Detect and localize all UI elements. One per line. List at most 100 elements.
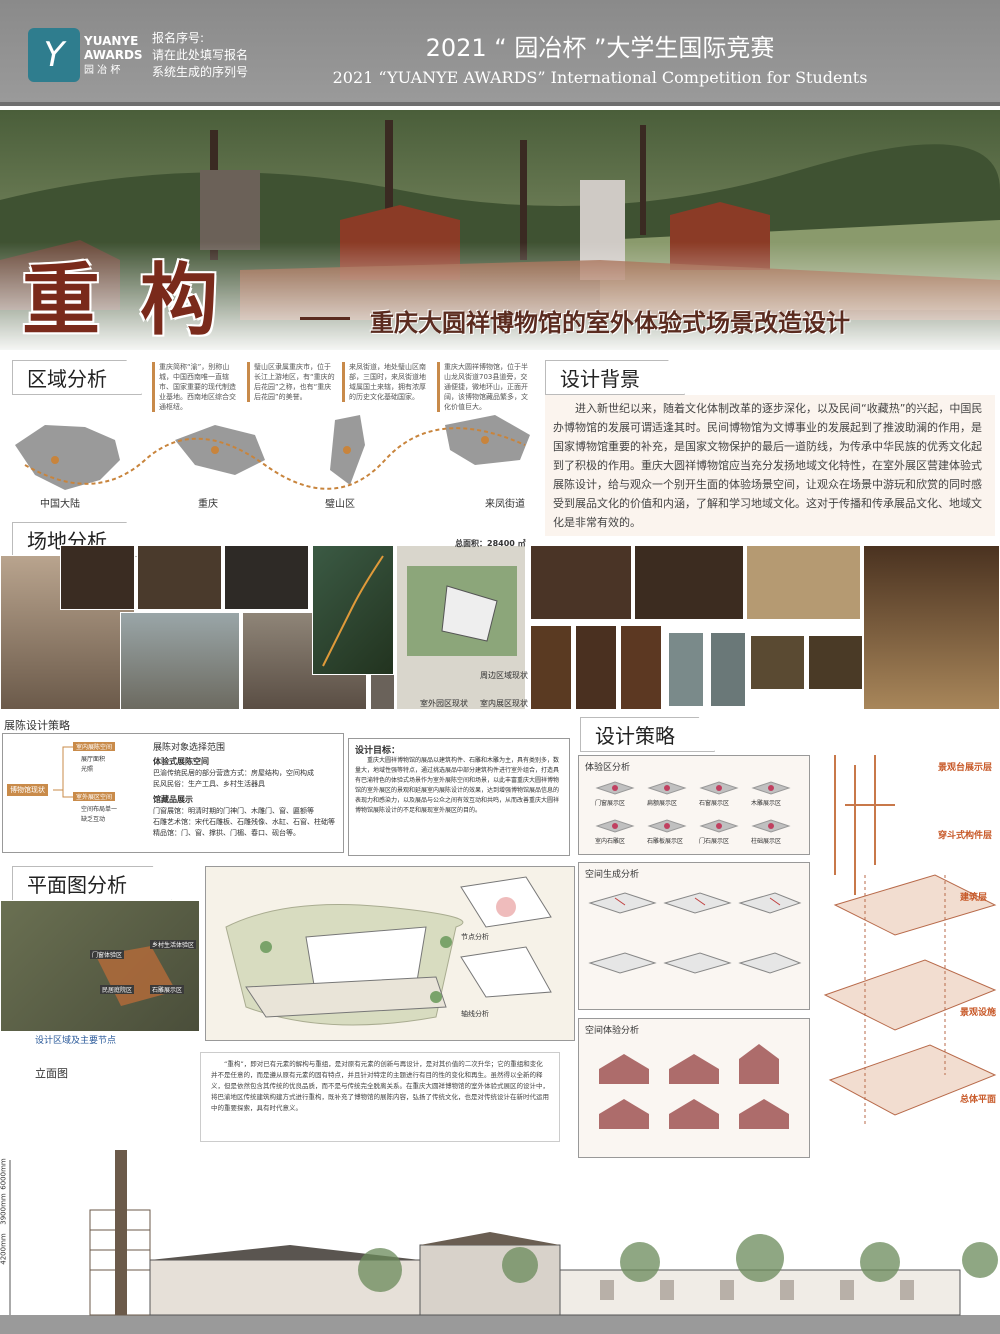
mind-root: 博物馆现状 xyxy=(7,784,48,796)
competition-title-en: 2021 “YUANYE AWARDS” International Compe… xyxy=(332,68,868,87)
plan-label: 乡村生活体验区 xyxy=(150,940,197,949)
experience-grid: 门窗展示区 扁额展示区 石窗展示区 木雕展示区 室内石雕区 石雕板展示区 门石展… xyxy=(595,778,795,848)
node-analysis-label: 节点分析 xyxy=(461,933,489,941)
region-block: 璧山区隶属重庆市，位于长江上游地区，有“重庆的后花园”之称，也有“重庆后花园”的… xyxy=(247,362,335,402)
section-title-plan: 平面图分析 xyxy=(12,866,172,901)
mind-node: 缺乏互动 xyxy=(81,816,106,823)
experience-item: 柱础展示区 xyxy=(751,838,782,845)
route-line xyxy=(24,427,526,490)
site-area-label: 总面积：28400 ㎡ xyxy=(455,539,526,548)
space-generation-panel: 空间生成分析 xyxy=(578,862,810,1010)
site-caption: 室内展区现状 xyxy=(480,699,528,708)
main-subtitle: 重庆大圆祥博物馆的室外体验式场景改造设计 xyxy=(370,309,850,337)
experience-item: 石窗展示区 xyxy=(699,800,730,807)
elevation-dim: 3900mm xyxy=(0,1193,8,1225)
site-photo-interior xyxy=(224,545,309,610)
reg-line: 系统生成的序列号 xyxy=(152,65,249,79)
logo-cn: 园 冶 杯 xyxy=(84,65,121,76)
section-title-background: 设计背景 xyxy=(545,360,685,395)
range-line: 巴渝传统民居的部分营造方式：房屋结构，空间构成 xyxy=(153,769,314,777)
elevation-title: 立面图 xyxy=(35,1067,68,1080)
axis-analysis-label: 轴线分析 xyxy=(461,1010,489,1018)
layer-label: 总体平面 xyxy=(960,1095,997,1105)
layer-label: 景观台展示层 xyxy=(938,763,993,773)
experience-item: 门窗展示区 xyxy=(595,800,626,807)
registration-note: 报名序号: 请在此处填写报名 系统生成的序列号 xyxy=(152,30,248,81)
plan-label: 民居庭院区 xyxy=(100,985,135,994)
mind-node: 室内展陈空间 xyxy=(73,742,116,751)
experience-item: 石雕板展示区 xyxy=(647,838,684,845)
section-title-strategy: 设计策略 xyxy=(580,717,715,752)
china-map-shape xyxy=(15,425,120,490)
region-block: 重庆简称“渝”，别称山城，中国西南唯一直辖市、国家重要的现代制造业基地。西南地区… xyxy=(152,362,240,412)
competition-title-cn: 2021 “ 园冶杯 ”大学生国际竞赛 xyxy=(425,34,775,62)
mind-node: 空间布局单一 xyxy=(81,806,118,813)
range-line: 精品馆：门、窗、撑拱、门楣、春口、砚台等。 xyxy=(153,829,300,837)
space-gen-title: 空间生成分析 xyxy=(585,870,640,880)
background-paragraph: 进入新世纪以来，随着文化体制改革的逐步深化，以及民间“收藏热”的兴起，中国民办博… xyxy=(545,395,995,536)
wood-carving-photo xyxy=(808,635,863,690)
chongqing-map-shape xyxy=(175,425,265,475)
mind-node: 光照 xyxy=(81,766,94,773)
logo-text: YUANYE AWARDS xyxy=(84,34,143,62)
exhibit-range-panel: 博物馆现状 室内展陈空间 展厅面积 光照 室外展区空间 空间布局单一 缺乏互动 … xyxy=(2,733,344,853)
plan-label: 门窗体验区 xyxy=(90,950,125,959)
experience-item: 木雕展示区 xyxy=(751,800,782,807)
reg-line: 报名序号: xyxy=(152,31,205,45)
mind-node: 室外展区空间 xyxy=(73,792,116,801)
museum-photo xyxy=(746,545,861,620)
reconstruct-quote-panel: “重构”，即对已有元素的解构与重组，是对原有元素的创新与再设计，是对其价值的二次… xyxy=(200,1052,560,1142)
range-line: 门窗展馆：明清时期的门神门、木雕门、窗、匾额等 xyxy=(153,807,314,815)
experience-item: 扁额展示区 xyxy=(647,800,678,807)
museum-photo xyxy=(634,545,744,620)
range-title: 展陈对象选择范围 xyxy=(153,743,226,753)
mind-node: 展厅面积 xyxy=(81,756,106,763)
map-label: 璧山区 xyxy=(325,499,355,510)
museum-photo xyxy=(530,545,632,620)
experience-item: 室内石雕区 xyxy=(595,838,626,845)
experience-title: 体验区分析 xyxy=(585,763,631,773)
range-line: 石雕艺术馆：宋代石雕板、石雕残像、水缸、石窗、柱础等 xyxy=(153,818,335,826)
range-line: 民风民俗：生产工具、乡村生活器具 xyxy=(153,780,265,788)
site-photo-interior xyxy=(137,545,222,610)
space-experience-panel: 空间体验分析 xyxy=(578,1018,810,1158)
layer-label: 建筑层 xyxy=(960,893,988,903)
hero-banner xyxy=(0,110,1000,350)
section-title-region: 区域分析 xyxy=(12,360,142,395)
quote-text: “重构”，即对已有元素的解构与重组，是对原有元素的创新与再设计，是对其价值的二次… xyxy=(211,1060,549,1112)
plan-caption: 设计区域及主要节点 xyxy=(35,1036,117,1046)
region-block: 重庆大圆祥博物馆，位于半山龙风街道703县道旁，交通便捷，微地环山，正面开阔，该… xyxy=(437,362,532,412)
goal-title: 设计目标： xyxy=(355,746,401,756)
map-label: 来凤街道 xyxy=(485,499,525,510)
site-photo-interior xyxy=(60,545,135,610)
title-dash xyxy=(300,317,350,320)
factory-landscape-image xyxy=(0,110,1000,350)
site-photo-yard xyxy=(120,612,240,710)
wood-carving-photo xyxy=(750,635,805,690)
goal-text: 重庆大圆祥博物馆的展品以建筑构件、石雕和木雕为主，具有类别多，数量大，地域性强等… xyxy=(355,757,560,814)
region-block: 来凤街道，地处璧山区南部，三国时，来凤街道地域属国土来辖，拥有浓厚的历史文化基础… xyxy=(342,362,430,402)
layer-label: 景观设施 xyxy=(960,1008,997,1018)
site-caption: 周边区域现状 xyxy=(480,671,528,680)
exploded-axonometric xyxy=(823,755,997,1125)
experience-area-panel: 体验区分析 门窗展示区 扁额展示区 石窗展示区 木雕展示区 室内石雕区 石雕板展… xyxy=(578,755,810,855)
elevation-dim: 6000mm xyxy=(0,1158,8,1190)
stone-carving-photo xyxy=(668,632,704,707)
experience-item: 门石展示区 xyxy=(699,838,730,845)
reg-line: 请在此处填写报名 xyxy=(152,48,249,62)
main-title: 重构 xyxy=(22,256,259,346)
space-exp-title: 空间体验分析 xyxy=(585,1026,640,1036)
design-goal-panel: 设计目标： 重庆大圆祥博物馆的展品以建筑构件、石雕和木雕为主，具有类别多，数量大… xyxy=(348,738,570,856)
door-artifact-photo xyxy=(530,625,572,710)
layer-label: 穿斗式构件层 xyxy=(938,831,993,841)
region-map-sequence xyxy=(15,415,530,490)
range-sub: 馆藏品展示 xyxy=(153,795,193,804)
site-satellite-map xyxy=(312,545,394,675)
elevation-dim: 4200mm xyxy=(0,1233,8,1265)
elevation-drawing xyxy=(0,1150,1000,1334)
site-caption: 室外园区现状 xyxy=(420,699,468,708)
plan-label: 石雕展示区 xyxy=(150,985,185,994)
map-label: 中国大陆 xyxy=(40,499,80,510)
